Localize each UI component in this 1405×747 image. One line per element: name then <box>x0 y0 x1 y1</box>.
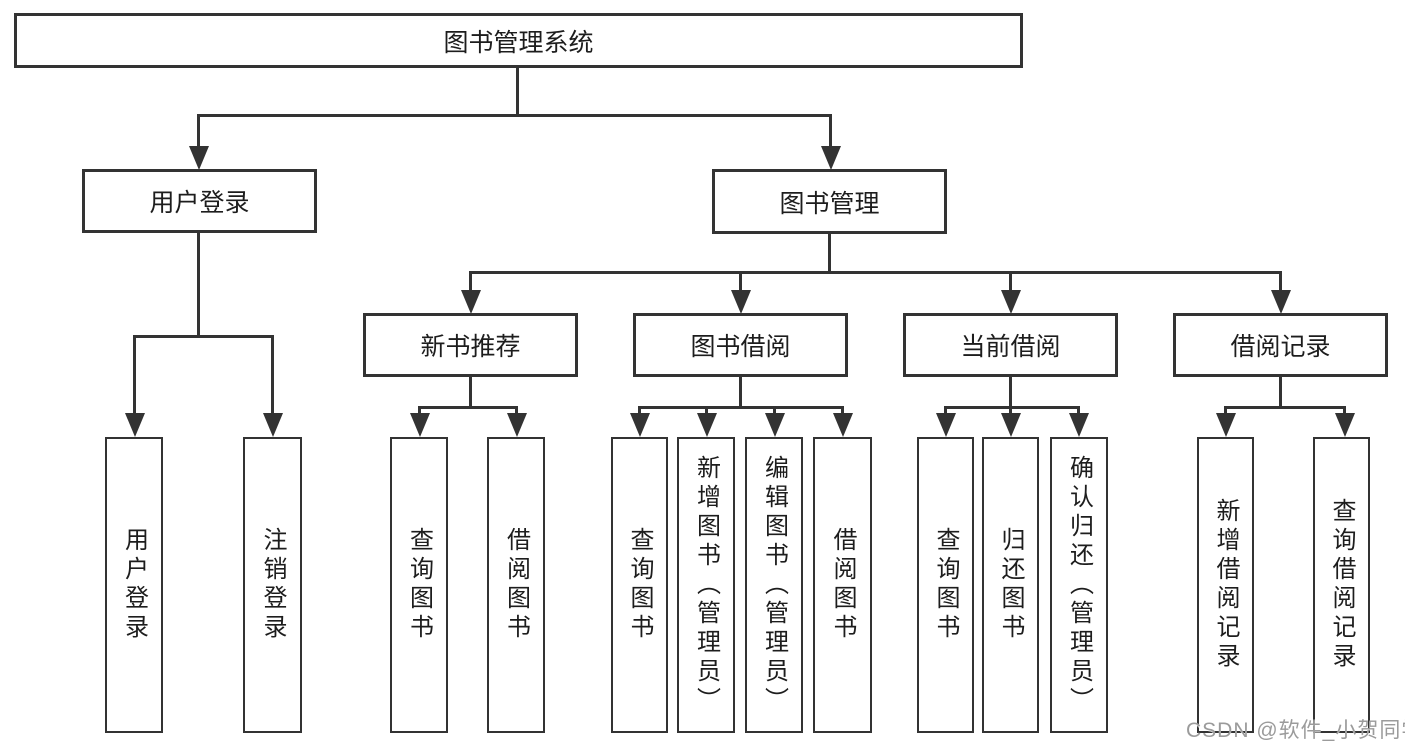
connector-root-stem <box>516 68 519 117</box>
connector-book-borrow-hline <box>638 406 844 409</box>
arrow-to-leaf-return-books <box>1000 406 1021 437</box>
node-current-borrow-label: 当前借阅 <box>960 333 1061 361</box>
node-book-mgmt: 图书管理 <box>712 169 947 234</box>
arrow-to-leaf-query-borrow <box>629 406 650 437</box>
arrow-to-leaf-add-record <box>1215 406 1236 437</box>
watermark: CSDN @软件_小贺同学 <box>1186 719 1405 742</box>
node-root: 图书管理系统 <box>14 13 1023 68</box>
node-user-login: 用户登录 <box>82 169 317 233</box>
node-root-label: 图书管理系统 <box>443 28 594 57</box>
arrow-to-leaf-edit-books <box>764 406 785 437</box>
leaf-add-borrow-record-label: 新增借阅记录 <box>1212 498 1239 672</box>
node-user-login-label: 用户登录 <box>149 189 250 217</box>
arrow-to-new-book <box>460 271 481 314</box>
arrow-to-leaf-user-login <box>124 335 145 437</box>
leaf-query-borrow-record-label: 查询借阅记录 <box>1328 498 1355 672</box>
leaf-user-login-label: 用户登录 <box>120 527 148 643</box>
connector-user-login-hline <box>133 335 274 338</box>
node-current-borrow: 当前借阅 <box>903 313 1118 377</box>
connector-user-login-stem <box>197 232 200 337</box>
connector-level2-hline <box>469 271 1282 274</box>
arrow-to-leaf-logout <box>262 335 283 437</box>
connector-current-borrow-hline <box>944 406 1080 409</box>
leaf-edit-books-admin-label: 编辑图书（管理员） <box>760 454 788 716</box>
arrow-to-user-login <box>188 114 209 170</box>
leaf-borrow-books-recommend-label: 借阅图书 <box>502 527 530 643</box>
leaf-add-books-admin-label: 新增图书（管理员） <box>692 454 720 716</box>
leaf-borrow-books-recommend: 借阅图书 <box>487 437 545 733</box>
connector-borrow-record-stem <box>1279 376 1282 408</box>
node-new-book-recommend-label: 新书推荐 <box>420 333 521 361</box>
leaf-return-books: 归还图书 <box>982 437 1039 733</box>
arrow-to-leaf-query-record <box>1334 406 1355 437</box>
leaf-query-books-current: 查询图书 <box>917 437 974 733</box>
arrow-to-leaf-borrow-recommend <box>506 406 527 437</box>
node-borrow-record-label: 借阅记录 <box>1230 333 1331 361</box>
leaf-borrow-books: 借阅图书 <box>813 437 872 733</box>
arrow-to-borrow-record <box>1270 271 1291 314</box>
connector-book-mgmt-stem <box>828 234 831 273</box>
leaf-confirm-return-admin-label: 确认归还（管理员） <box>1065 454 1093 716</box>
leaf-confirm-return-admin: 确认归还（管理员） <box>1050 437 1108 733</box>
leaf-query-borrow-record: 查询借阅记录 <box>1313 437 1370 733</box>
arrow-to-leaf-borrow-books <box>832 406 853 437</box>
arrow-to-book-borrow <box>730 271 751 314</box>
node-book-borrow: 图书借阅 <box>633 313 848 377</box>
leaf-edit-books-admin: 编辑图书（管理员） <box>745 437 803 733</box>
leaf-return-books-label: 归还图书 <box>997 527 1024 643</box>
connector-book-borrow-stem <box>739 376 742 408</box>
node-book-borrow-label: 图书借阅 <box>690 333 791 361</box>
connector-current-borrow-stem <box>1009 376 1012 408</box>
leaf-user-login: 用户登录 <box>105 437 163 733</box>
leaf-add-borrow-record: 新增借阅记录 <box>1197 437 1254 733</box>
leaf-query-books-borrow-label: 查询图书 <box>626 527 653 643</box>
arrow-to-current-borrow <box>1000 271 1021 314</box>
connector-level1-hline <box>197 114 832 117</box>
leaf-add-books-admin: 新增图书（管理员） <box>677 437 735 733</box>
connector-new-book-stem <box>469 376 472 408</box>
node-book-mgmt-label: 图书管理 <box>779 189 880 218</box>
arrow-to-leaf-add-books <box>696 406 717 437</box>
arrow-to-book-mgmt <box>820 114 841 170</box>
leaf-query-books-recommend-label: 查询图书 <box>405 527 433 643</box>
connector-borrow-record-hline <box>1224 406 1345 409</box>
leaf-query-books-current-label: 查询图书 <box>932 527 959 643</box>
leaf-query-books-borrow: 查询图书 <box>611 437 668 733</box>
connector-new-book-hline <box>418 406 518 409</box>
leaf-query-books-recommend: 查询图书 <box>390 437 448 733</box>
leaf-logout-label: 注销登录 <box>259 527 286 643</box>
arrow-to-leaf-query-current <box>935 406 956 437</box>
node-borrow-record: 借阅记录 <box>1173 313 1388 377</box>
leaf-borrow-books-label: 借阅图书 <box>829 527 856 643</box>
arrow-to-leaf-confirm-return <box>1068 406 1089 437</box>
node-new-book-recommend: 新书推荐 <box>363 313 578 377</box>
arrow-to-leaf-query-recommend <box>409 406 430 437</box>
leaf-logout: 注销登录 <box>243 437 302 733</box>
